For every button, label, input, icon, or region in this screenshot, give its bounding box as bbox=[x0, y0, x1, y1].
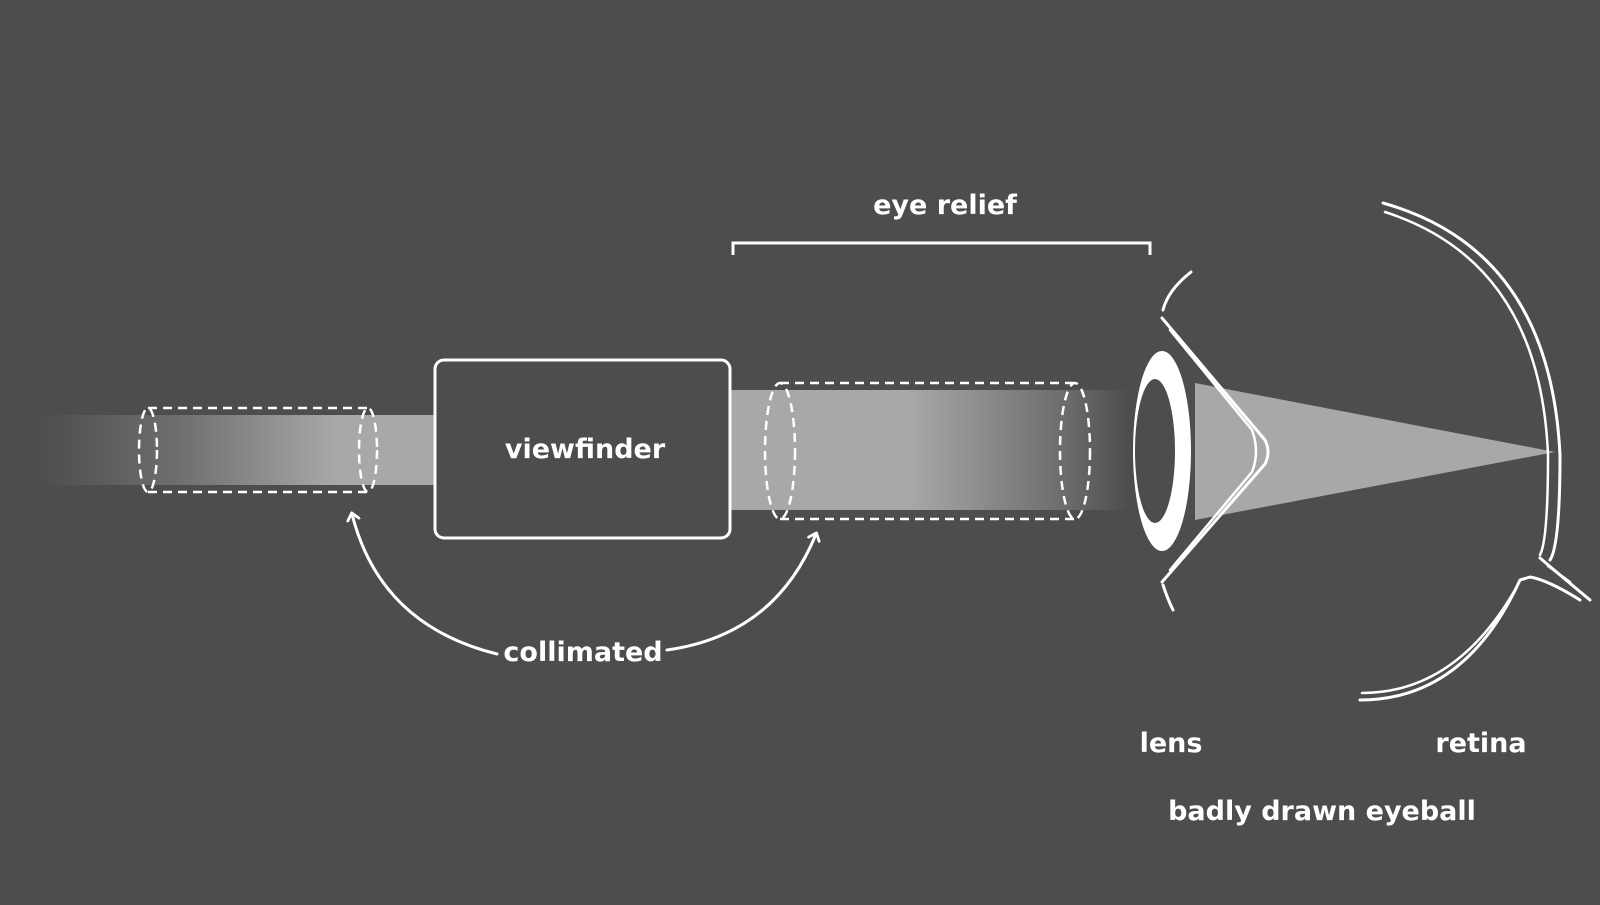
collimated-cylinder-right bbox=[763, 381, 1092, 521]
eyeball-caption: badly drawn eyeball bbox=[1168, 796, 1476, 827]
lens-label: lens bbox=[1140, 728, 1203, 759]
collimated-arrow-left bbox=[352, 514, 499, 656]
beam-left bbox=[38, 415, 435, 485]
eyeball-outline-icon bbox=[1160, 201, 1592, 702]
retina-label: retina bbox=[1435, 728, 1526, 759]
eye-lens-icon bbox=[1133, 351, 1191, 551]
viewfinder-box bbox=[433, 358, 732, 540]
focused-light-cone bbox=[1195, 383, 1555, 520]
collimated-label: collimated bbox=[503, 637, 662, 668]
collimated-arrow-right bbox=[665, 534, 816, 652]
beam-right bbox=[730, 390, 1130, 510]
collimated-cylinder-left bbox=[137, 406, 379, 494]
eye-relief-bracket bbox=[731, 241, 1152, 255]
viewfinder-label: viewfinder bbox=[505, 434, 666, 465]
eye-relief-label: eye relief bbox=[873, 190, 1017, 221]
